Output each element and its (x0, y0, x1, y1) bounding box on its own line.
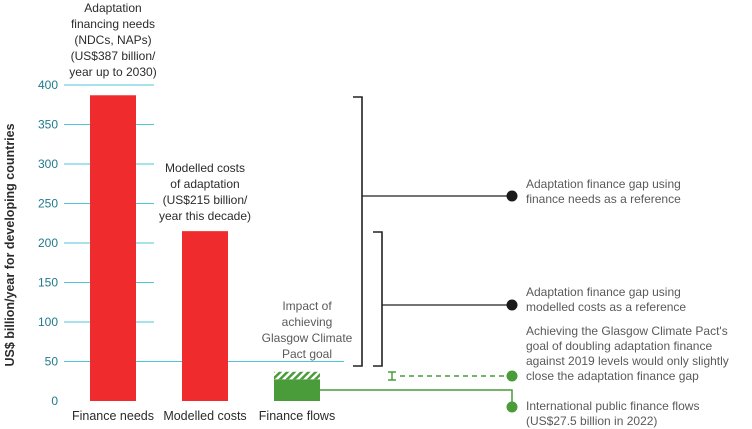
bar-finance-flows (274, 379, 320, 401)
y-tick-label: 300 (38, 157, 58, 171)
annotation-gap-costs-line: modelled costs as a reference (526, 300, 686, 314)
y-axis-label: US$ billion/year for developing countrie… (3, 123, 17, 366)
label-glasgow-impact-line: Glasgow Climate (262, 331, 353, 345)
y-tick-label: 200 (38, 236, 58, 250)
label-modelled-costs-line: year this decade) (159, 209, 251, 223)
marker-flows (506, 401, 518, 413)
label-modelled-costs-line: Modelled costs (165, 161, 245, 175)
y-tick-label: 100 (38, 315, 58, 329)
marker-glasgow (506, 370, 518, 382)
label-modelled-costs-line: (US$215 billion/ (163, 193, 248, 207)
y-tick-label: 0 (51, 394, 58, 408)
annotation-gap-needs-line: Adaptation finance gap using (526, 177, 681, 191)
bar-finance-needs (90, 95, 136, 402)
bracket-finance-needs (353, 96, 363, 367)
annotation-gap-costs-line: Adaptation finance gap using (526, 285, 681, 299)
y-tick-label: 350 (38, 118, 58, 132)
label-finance-needs-line: year up to 2030) (69, 65, 156, 79)
label-modelled-costs-line: of adaptation (170, 177, 239, 191)
label-finance-needs: Adaptation financing needs (NDCs, NAPs) (US… (69, 1, 156, 79)
annotation-glasgow-gap-line: goal of doubling adaptation finance (526, 339, 712, 353)
bar-glasgow-increment (274, 371, 320, 380)
annotation-gap-needs-line: finance needs as a reference (526, 192, 681, 206)
category-label: Finance flows (259, 409, 335, 423)
annotations: Adaptation financing needs (NDCs, NAPs) (US… (69, 1, 729, 428)
x-axis-categories: Finance needs Modelled costs Finance flows (72, 409, 335, 423)
bracket-modelled-costs (373, 231, 383, 367)
label-glasgow-impact-line: Pact goal (282, 347, 332, 361)
annotation-glasgow-gap-line: against 2019 levels would only slightly (526, 354, 729, 368)
marker-gap-costs (506, 299, 518, 311)
y-tick-label: 250 (38, 197, 58, 211)
marker-gap-needs (506, 190, 518, 202)
annotation-glasgow-gap-line: Achieving the Glasgow Climate Pact's (526, 324, 728, 338)
y-axis-ticks: 0 50 100 150 200 250 300 350 400 (38, 78, 58, 408)
annotation-flows-line: (US$27.5 billion in 2022) (526, 414, 657, 428)
connector-flows (320, 389, 513, 407)
annotation-flows: International public finance flows(US$27… (526, 399, 699, 428)
category-label: Finance needs (72, 409, 154, 423)
annotation-flows-line: International public finance flows (526, 399, 699, 413)
bars (90, 95, 320, 402)
label-glasgow-impact-line: Impact of (282, 299, 332, 313)
label-modelled-costs: Modelled costs of adaptation (US$215 billi… (159, 161, 251, 223)
category-label: Modelled costs (163, 409, 246, 423)
label-glasgow-impact-line: achieving (282, 315, 333, 329)
label-finance-needs-line: (NDCs, NAPs) (74, 33, 151, 47)
annotation-glasgow-gap-line: close the adaptation finance gap (526, 369, 699, 383)
bar-modelled-costs (182, 231, 228, 401)
y-tick-label: 50 (45, 355, 59, 369)
y-tick-label: 400 (38, 78, 58, 92)
label-finance-needs-line: (US$387 billion/ (71, 49, 156, 63)
label-finance-needs-line: Adaptation (84, 1, 141, 15)
y-tick-label: 150 (38, 276, 58, 290)
label-finance-needs-line: financing needs (71, 17, 155, 31)
